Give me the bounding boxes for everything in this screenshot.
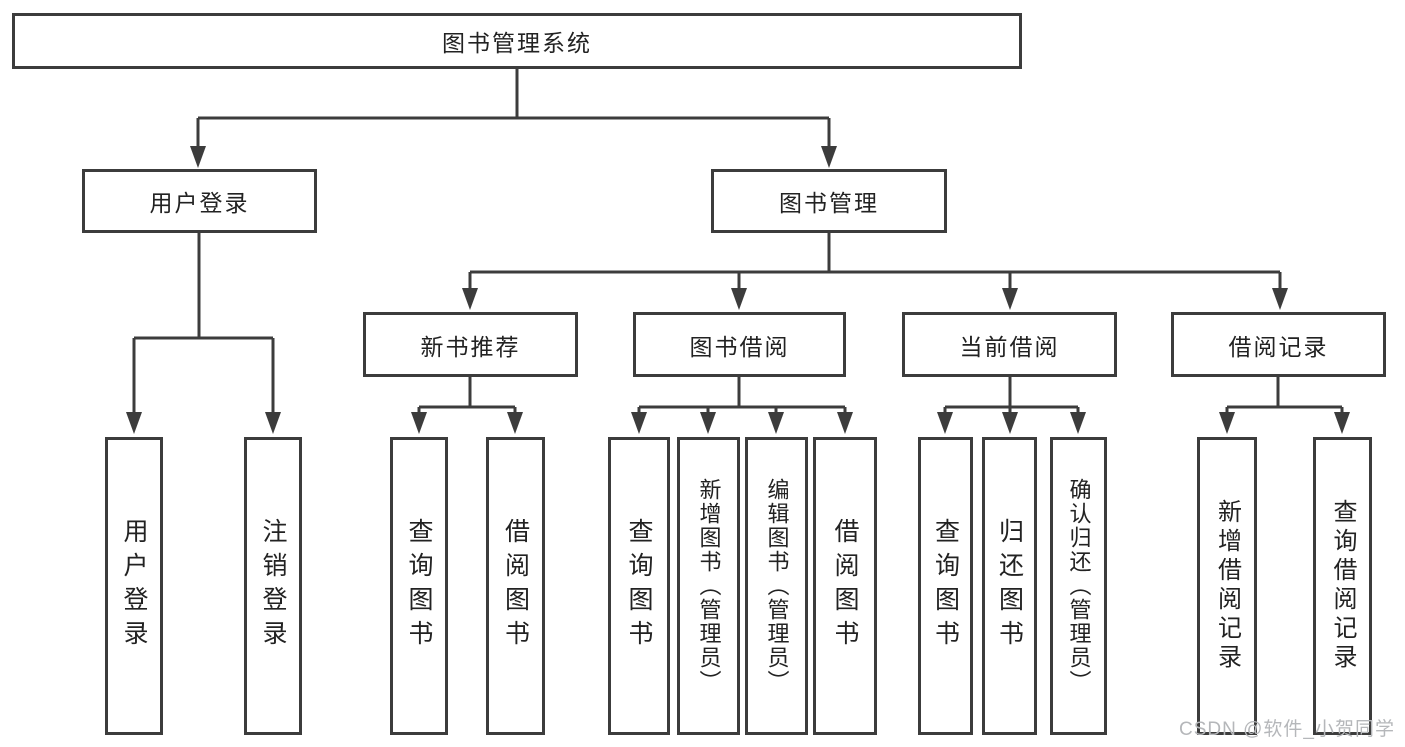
node-current-borrowing-label: 当前借阅 — [959, 333, 1060, 360]
leaf-borrow-books-borrowing: 借阅图书 — [813, 437, 877, 735]
leaf-query-books-recommend-label: 查询图书 — [405, 518, 433, 654]
leaf-user-login-label: 用户登录 — [120, 518, 148, 654]
csdn-watermark: CSDN @软件_小贺同学 — [1179, 719, 1395, 740]
leaf-add-books-admin-label: 新增图书（管理员） — [696, 478, 722, 694]
node-current-borrowing: 当前借阅 — [902, 312, 1117, 377]
leaf-query-borrow-record-label: 查询借阅记录 — [1329, 499, 1356, 673]
leaf-return-books: 归还图书 — [982, 437, 1037, 735]
leaf-confirm-return-admin: 确认归还（管理员） — [1050, 437, 1107, 735]
leaf-query-books-recommend: 查询图书 — [390, 437, 448, 735]
leaf-borrow-books-recommend: 借阅图书 — [486, 437, 545, 735]
leaf-query-borrow-record: 查询借阅记录 — [1313, 437, 1372, 735]
node-root-system: 图书管理系统 — [12, 13, 1022, 69]
leaf-edit-books-admin: 编辑图书（管理员） — [745, 437, 808, 735]
leaf-query-books-borrowing: 查询图书 — [608, 437, 670, 735]
leaf-edit-books-admin-label: 编辑图书（管理员） — [764, 478, 790, 694]
leaf-confirm-return-admin-label: 确认归还（管理员） — [1066, 478, 1092, 694]
leaf-query-books-current-label: 查询图书 — [931, 518, 960, 654]
leaf-add-books-admin: 新增图书（管理员） — [677, 437, 740, 735]
node-new-book-recommend-label: 新书推荐 — [420, 333, 521, 360]
leaf-borrow-books-borrowing-label: 借阅图书 — [831, 518, 859, 654]
leaf-query-books-borrowing-label: 查询图书 — [625, 518, 653, 654]
node-book-management-label: 图书管理 — [779, 190, 879, 216]
node-borrowing-records: 借阅记录 — [1171, 312, 1386, 377]
node-user-login-label: 用户登录 — [149, 190, 250, 216]
leaf-query-books-current: 查询图书 — [918, 437, 973, 735]
node-book-borrowing-label: 图书借阅 — [689, 333, 790, 360]
leaf-logout: 注销登录 — [244, 437, 302, 735]
leaf-user-login: 用户登录 — [105, 437, 163, 735]
node-new-book-recommend: 新书推荐 — [363, 312, 578, 377]
node-book-borrowing: 图书借阅 — [633, 312, 846, 377]
leaf-borrow-books-recommend-label: 借阅图书 — [501, 518, 530, 654]
node-user-login-module: 用户登录 — [82, 169, 317, 233]
leaf-return-books-label: 归还图书 — [995, 518, 1024, 654]
leaf-add-borrow-record: 新增借阅记录 — [1197, 437, 1257, 735]
node-borrowing-records-label: 借阅记录 — [1228, 333, 1329, 360]
leaf-logout-label: 注销登录 — [259, 518, 287, 654]
node-root-label: 图书管理系统 — [442, 30, 592, 56]
node-book-management-module: 图书管理 — [711, 169, 947, 233]
leaf-add-borrow-record-label: 新增借阅记录 — [1213, 499, 1241, 673]
